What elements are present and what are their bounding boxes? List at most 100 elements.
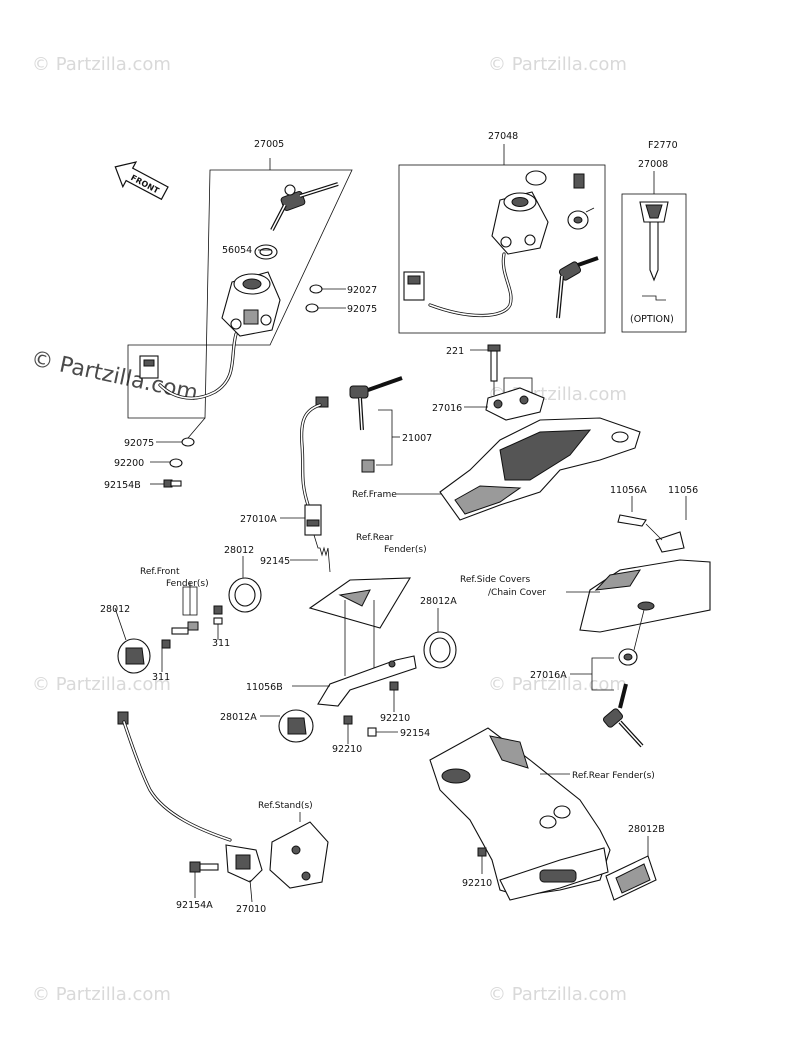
label-11056: 11056 xyxy=(668,485,698,496)
connector-27005-icon xyxy=(139,355,159,379)
reference-labels: Ref.Frame Ref.Rear Fender(s) Ref.Front F… xyxy=(140,490,655,811)
brackets-11056 xyxy=(617,496,687,553)
label-92154a: 92154A xyxy=(176,900,213,911)
label-27048: 27048 xyxy=(488,131,518,142)
label-92075-lower: 92075 xyxy=(124,438,154,449)
lock-set-27048 xyxy=(398,144,606,334)
sensor-27010a xyxy=(280,396,331,573)
reflector-28012-right-icon xyxy=(228,577,262,613)
label-28012b: 28012B xyxy=(628,824,665,835)
rear-fender-icon xyxy=(429,727,611,897)
label-27016: 27016 xyxy=(432,403,462,414)
label-92210-center: 92210 xyxy=(332,744,362,755)
washer-92027-icon xyxy=(309,284,323,294)
frame-icon xyxy=(439,417,641,521)
reflector-28012b-icon xyxy=(605,855,657,901)
label-92210-right: 92210 xyxy=(380,713,410,724)
label-92210-rear: 92210 xyxy=(462,878,492,889)
watermark-low-left: © Partzilla.com xyxy=(32,674,171,695)
label-92200: 92200 xyxy=(114,458,144,469)
watermark-bottom-right: © Partzilla.com xyxy=(488,984,627,1005)
label-27010a: 27010A xyxy=(240,514,277,525)
ref-front-fender-label-1: Ref.Front xyxy=(140,567,180,577)
watermark-top-left: © Partzilla.com xyxy=(32,54,171,75)
label-11056a: 11056A xyxy=(610,485,647,496)
side-cover xyxy=(566,559,711,651)
label-56054: 56054 xyxy=(222,245,252,256)
stand-switch-body-icon xyxy=(225,844,263,883)
label-11056b: 11056B xyxy=(246,682,283,693)
ref-rear-fender-label-3: Ref.Rear Fender(s) xyxy=(572,771,655,781)
spring-92145-icon xyxy=(313,534,331,573)
ignition-key-icon xyxy=(270,182,339,231)
label-27005: 27005 xyxy=(254,139,284,150)
ignition-switch-body-icon xyxy=(221,271,281,337)
front-reflectors xyxy=(114,556,262,674)
ignition-switch-set-27005 xyxy=(127,158,353,488)
lock-cylinder-icon xyxy=(567,207,595,230)
label-28012a-upper: 28012A xyxy=(420,596,457,607)
nut-92210c-icon xyxy=(477,847,487,857)
sensor-body-icon xyxy=(304,504,322,536)
nut-311-icon xyxy=(213,605,223,625)
ref-stand-label: Ref.Stand(s) xyxy=(258,801,313,811)
reflector-28012a-upper-icon xyxy=(423,631,457,669)
nut-92210b-icon xyxy=(343,715,353,725)
stand-bracket-icon xyxy=(269,821,329,889)
side-cover-icon xyxy=(579,559,711,633)
lock-washer-icon xyxy=(525,170,547,186)
label-311-left: 311 xyxy=(152,672,170,683)
label-92075-upper: 92075 xyxy=(347,304,377,315)
part-labels: F2770 27005 56054 92027 92075 92075 9220… xyxy=(100,131,698,915)
reflector-28012a-lower-icon xyxy=(278,709,314,743)
label-311-right: 311 xyxy=(212,638,230,649)
bolt-92154a-icon xyxy=(189,861,219,873)
ref-frame-label: Ref.Frame xyxy=(352,490,397,500)
front-arrow-icon: FRONT xyxy=(114,161,169,201)
watermark-top-right: © Partzilla.com xyxy=(488,54,627,75)
ref-front-fender-label-2: Fender(s) xyxy=(166,579,209,589)
ref-rear-fender-label-1: Ref.Rear xyxy=(356,533,394,543)
bracket-27016-icon xyxy=(485,387,545,421)
lock-switch-body-icon xyxy=(491,191,549,255)
label-28012-upper: 28012 xyxy=(224,545,254,556)
label-27016a: 27016A xyxy=(530,670,567,681)
screw-92154-icon xyxy=(367,727,377,737)
label-92154: 92154 xyxy=(400,728,430,739)
watermark-bottom-left: © Partzilla.com xyxy=(32,984,171,1005)
key-blank-icon xyxy=(639,201,669,282)
key-blank-27008: (OPTION) xyxy=(621,171,687,333)
watermark-main: © Partzilla.com xyxy=(29,346,200,406)
ref-rear-fender-label-2: Fender(s) xyxy=(384,545,427,555)
bracket-11056b-icon xyxy=(317,655,417,707)
figure-code: F2770 xyxy=(648,140,678,151)
label-92154b: 92154B xyxy=(104,480,141,491)
ref-side-covers-label-2: /Chain Cover xyxy=(488,588,546,598)
reflector-28012-left-icon xyxy=(117,638,151,674)
lock-cylinder-small-icon xyxy=(573,173,585,189)
side-stand-switch-27010 xyxy=(117,711,329,903)
label-28012a-lower: 28012A xyxy=(220,712,257,723)
option-label: (OPTION) xyxy=(630,314,674,325)
bracket-11056-icon xyxy=(655,531,685,553)
washer-92075-lower-icon xyxy=(181,437,195,447)
keys-21007-icon xyxy=(349,376,403,473)
label-27008: 27008 xyxy=(638,159,668,170)
bracket-11056a-icon xyxy=(617,514,647,527)
washer-92075-icon xyxy=(305,303,319,313)
rear-fender xyxy=(429,727,657,901)
nut-92210-icon xyxy=(389,681,399,691)
screw-221-icon xyxy=(487,344,501,382)
label-27010: 27010 xyxy=(236,904,266,915)
label-28012-left: 28012 xyxy=(100,604,130,615)
reflector-bolt-icon xyxy=(161,621,199,649)
lock-key-icon xyxy=(556,256,599,319)
option-key-mark-icon xyxy=(642,295,666,301)
bolt-92154b-icon xyxy=(163,479,182,488)
frame-assembly xyxy=(349,344,641,521)
label-21007: 21007 xyxy=(402,433,432,444)
lock-27016a xyxy=(570,648,644,748)
washer-92200-icon xyxy=(169,458,183,468)
rear-bracket-11056b xyxy=(260,577,457,744)
